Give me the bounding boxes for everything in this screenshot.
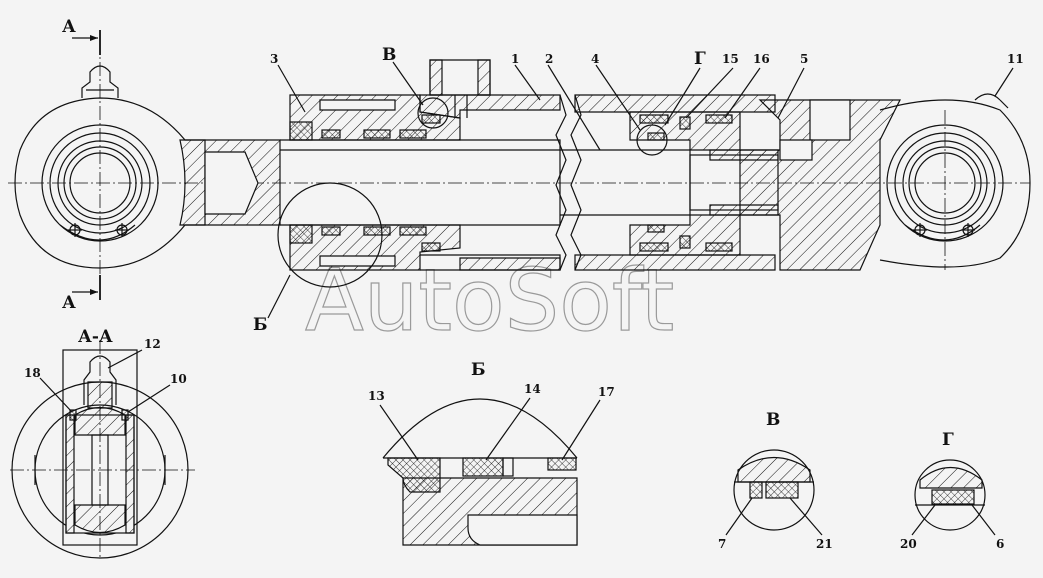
part-number-13: 13 [368, 389, 385, 403]
part-number-5: 5 [800, 52, 808, 66]
part-number-2: 2 [545, 52, 553, 66]
part-number-21: 21 [816, 537, 833, 551]
part-number-14: 14 [524, 382, 541, 396]
part-number-11: 11 [1007, 52, 1024, 66]
part-number-1: 1 [511, 52, 519, 66]
callout-g: Г [694, 49, 706, 69]
main-assembly-view [8, 30, 1031, 300]
part-number-7: 7 [718, 537, 726, 551]
section-a-a-view [10, 340, 195, 560]
callout-v: В [382, 45, 396, 65]
part-number-16: 16 [753, 52, 770, 66]
part-number-17: 17 [598, 385, 615, 399]
section-mark-a-top: А [62, 17, 76, 37]
part-number-15: 15 [722, 52, 739, 66]
part-number-6: 6 [996, 537, 1004, 551]
part-number-4: 4 [591, 52, 599, 66]
detail-v-view [725, 449, 823, 536]
right-eye [879, 93, 1031, 270]
left-rod-eye [14, 40, 281, 300]
part-number-10: 10 [170, 372, 187, 386]
detail-g-view [911, 459, 996, 536]
section-title-a-a: А-А [78, 327, 113, 347]
part-number-12: 12 [144, 337, 161, 351]
part-number-3: 3 [270, 52, 278, 66]
detail-title-b: Б [471, 360, 486, 380]
section-mark-a-bottom: А [62, 293, 76, 313]
detail-b-view [379, 397, 601, 546]
part-number-20: 20 [900, 537, 917, 551]
callout-b: Б [253, 315, 268, 335]
detail-title-g: Г [942, 430, 954, 450]
detail-title-v: В [766, 410, 780, 430]
leader-lines [267, 61, 1014, 319]
part-number-18: 18 [24, 366, 41, 380]
